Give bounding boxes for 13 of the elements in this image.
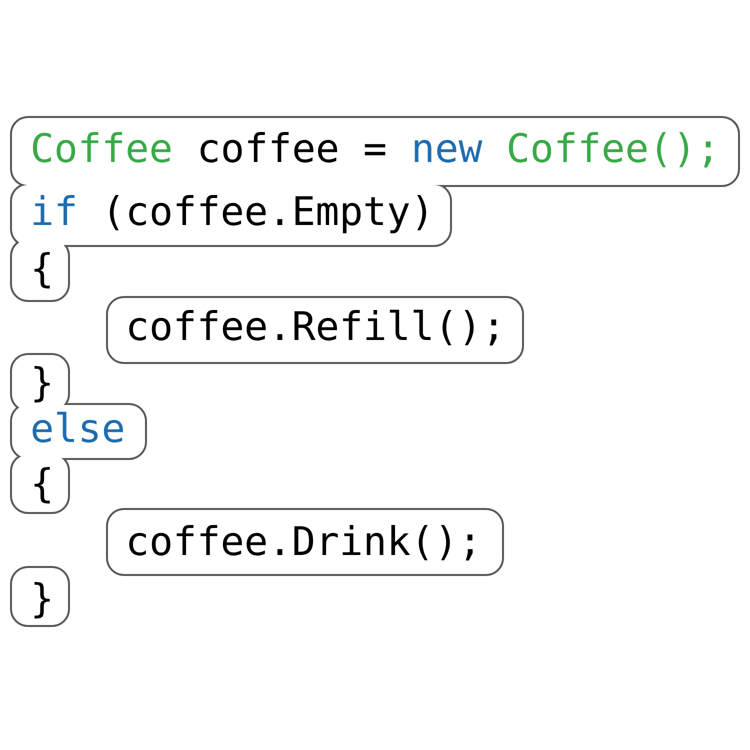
code-text: (coffee.Empty)	[110, 195, 426, 234]
code-text: coffee.Drink();	[129, 525, 473, 561]
code-text: coffee =	[200, 132, 386, 163]
code-text: {	[34, 467, 50, 504]
code-text: {	[34, 252, 50, 288]
code-text: if	[34, 195, 74, 225]
code-text: Coffee	[32, 132, 170, 163]
code-text: coffee.Refill();	[129, 310, 496, 346]
code-text: }	[34, 582, 50, 618]
code-text: }	[34, 366, 50, 402]
code-text: Coffee();	[508, 132, 711, 168]
code-text: else	[32, 412, 123, 443]
code-text: new	[414, 140, 482, 163]
